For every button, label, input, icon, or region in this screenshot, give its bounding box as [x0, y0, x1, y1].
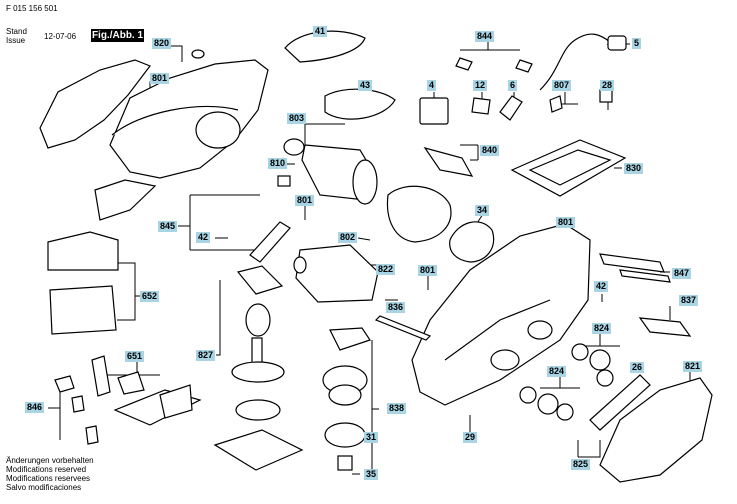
modifications-note: Änderungen vorbehalten Modifications res… [6, 456, 94, 492]
part-label[interactable]: 43 [358, 80, 373, 91]
part-label[interactable]: 29 [463, 432, 478, 443]
part-label[interactable]: 827 [196, 350, 216, 361]
issue-label: Issue [6, 36, 26, 45]
part-label[interactable]: 12 [473, 80, 488, 91]
part-label[interactable]: 824 [547, 366, 567, 377]
part-label[interactable]: 830 [624, 163, 644, 174]
part-label[interactable]: 6 [508, 80, 518, 91]
part-label[interactable]: 5 [632, 38, 642, 49]
part-label[interactable]: 26 [630, 362, 645, 373]
part-label[interactable]: 42 [594, 281, 609, 292]
part-label[interactable]: 652 [140, 291, 160, 302]
stand-label: Stand [6, 27, 27, 36]
part-label[interactable]: 825 [571, 459, 591, 470]
modifications-line: Modifications reservees [6, 474, 91, 483]
part-label[interactable]: 807 [552, 80, 572, 91]
modifications-line: Salvo modificaciones [6, 483, 82, 492]
part-label[interactable]: 35 [364, 469, 379, 480]
modifications-line: Änderungen vorbehalten [6, 456, 94, 465]
part-label[interactable]: 824 [592, 323, 612, 334]
figure-badge: Fig./Abb. 1 [91, 29, 144, 42]
part-label[interactable]: 801 [295, 195, 315, 206]
document-number: F 015 156 501 [6, 4, 58, 13]
part-label[interactable]: 801 [150, 73, 170, 84]
part-label[interactable]: 845 [158, 221, 178, 232]
part-label[interactable]: 651 [125, 351, 145, 362]
part-label[interactable]: 31 [364, 432, 379, 443]
part-label[interactable]: 846 [25, 402, 45, 413]
part-label[interactable]: 802 [338, 232, 358, 243]
part-label[interactable]: 42 [196, 232, 211, 243]
part-label[interactable]: 838 [387, 403, 407, 414]
part-label[interactable]: 837 [679, 295, 699, 306]
part-label[interactable]: 821 [683, 361, 703, 372]
part-label[interactable]: 801 [418, 265, 438, 276]
part-label[interactable]: 801 [556, 217, 576, 228]
part-label[interactable]: 822 [376, 264, 396, 275]
part-label[interactable]: 4 [427, 80, 437, 91]
part-label[interactable]: 836 [386, 302, 406, 313]
part-label[interactable]: 803 [287, 113, 307, 124]
part-label[interactable]: 41 [313, 26, 328, 37]
modifications-line: Modifications reserved [6, 465, 87, 474]
part-label[interactable]: 820 [152, 38, 172, 49]
part-label[interactable]: 844 [475, 31, 495, 42]
part-label[interactable]: 840 [480, 145, 500, 156]
part-label[interactable]: 847 [672, 268, 692, 279]
part-label[interactable]: 28 [600, 80, 615, 91]
part-label[interactable]: 34 [475, 205, 490, 216]
issue-date: 12-07-06 [44, 32, 77, 41]
part-label[interactable]: 810 [268, 158, 288, 169]
